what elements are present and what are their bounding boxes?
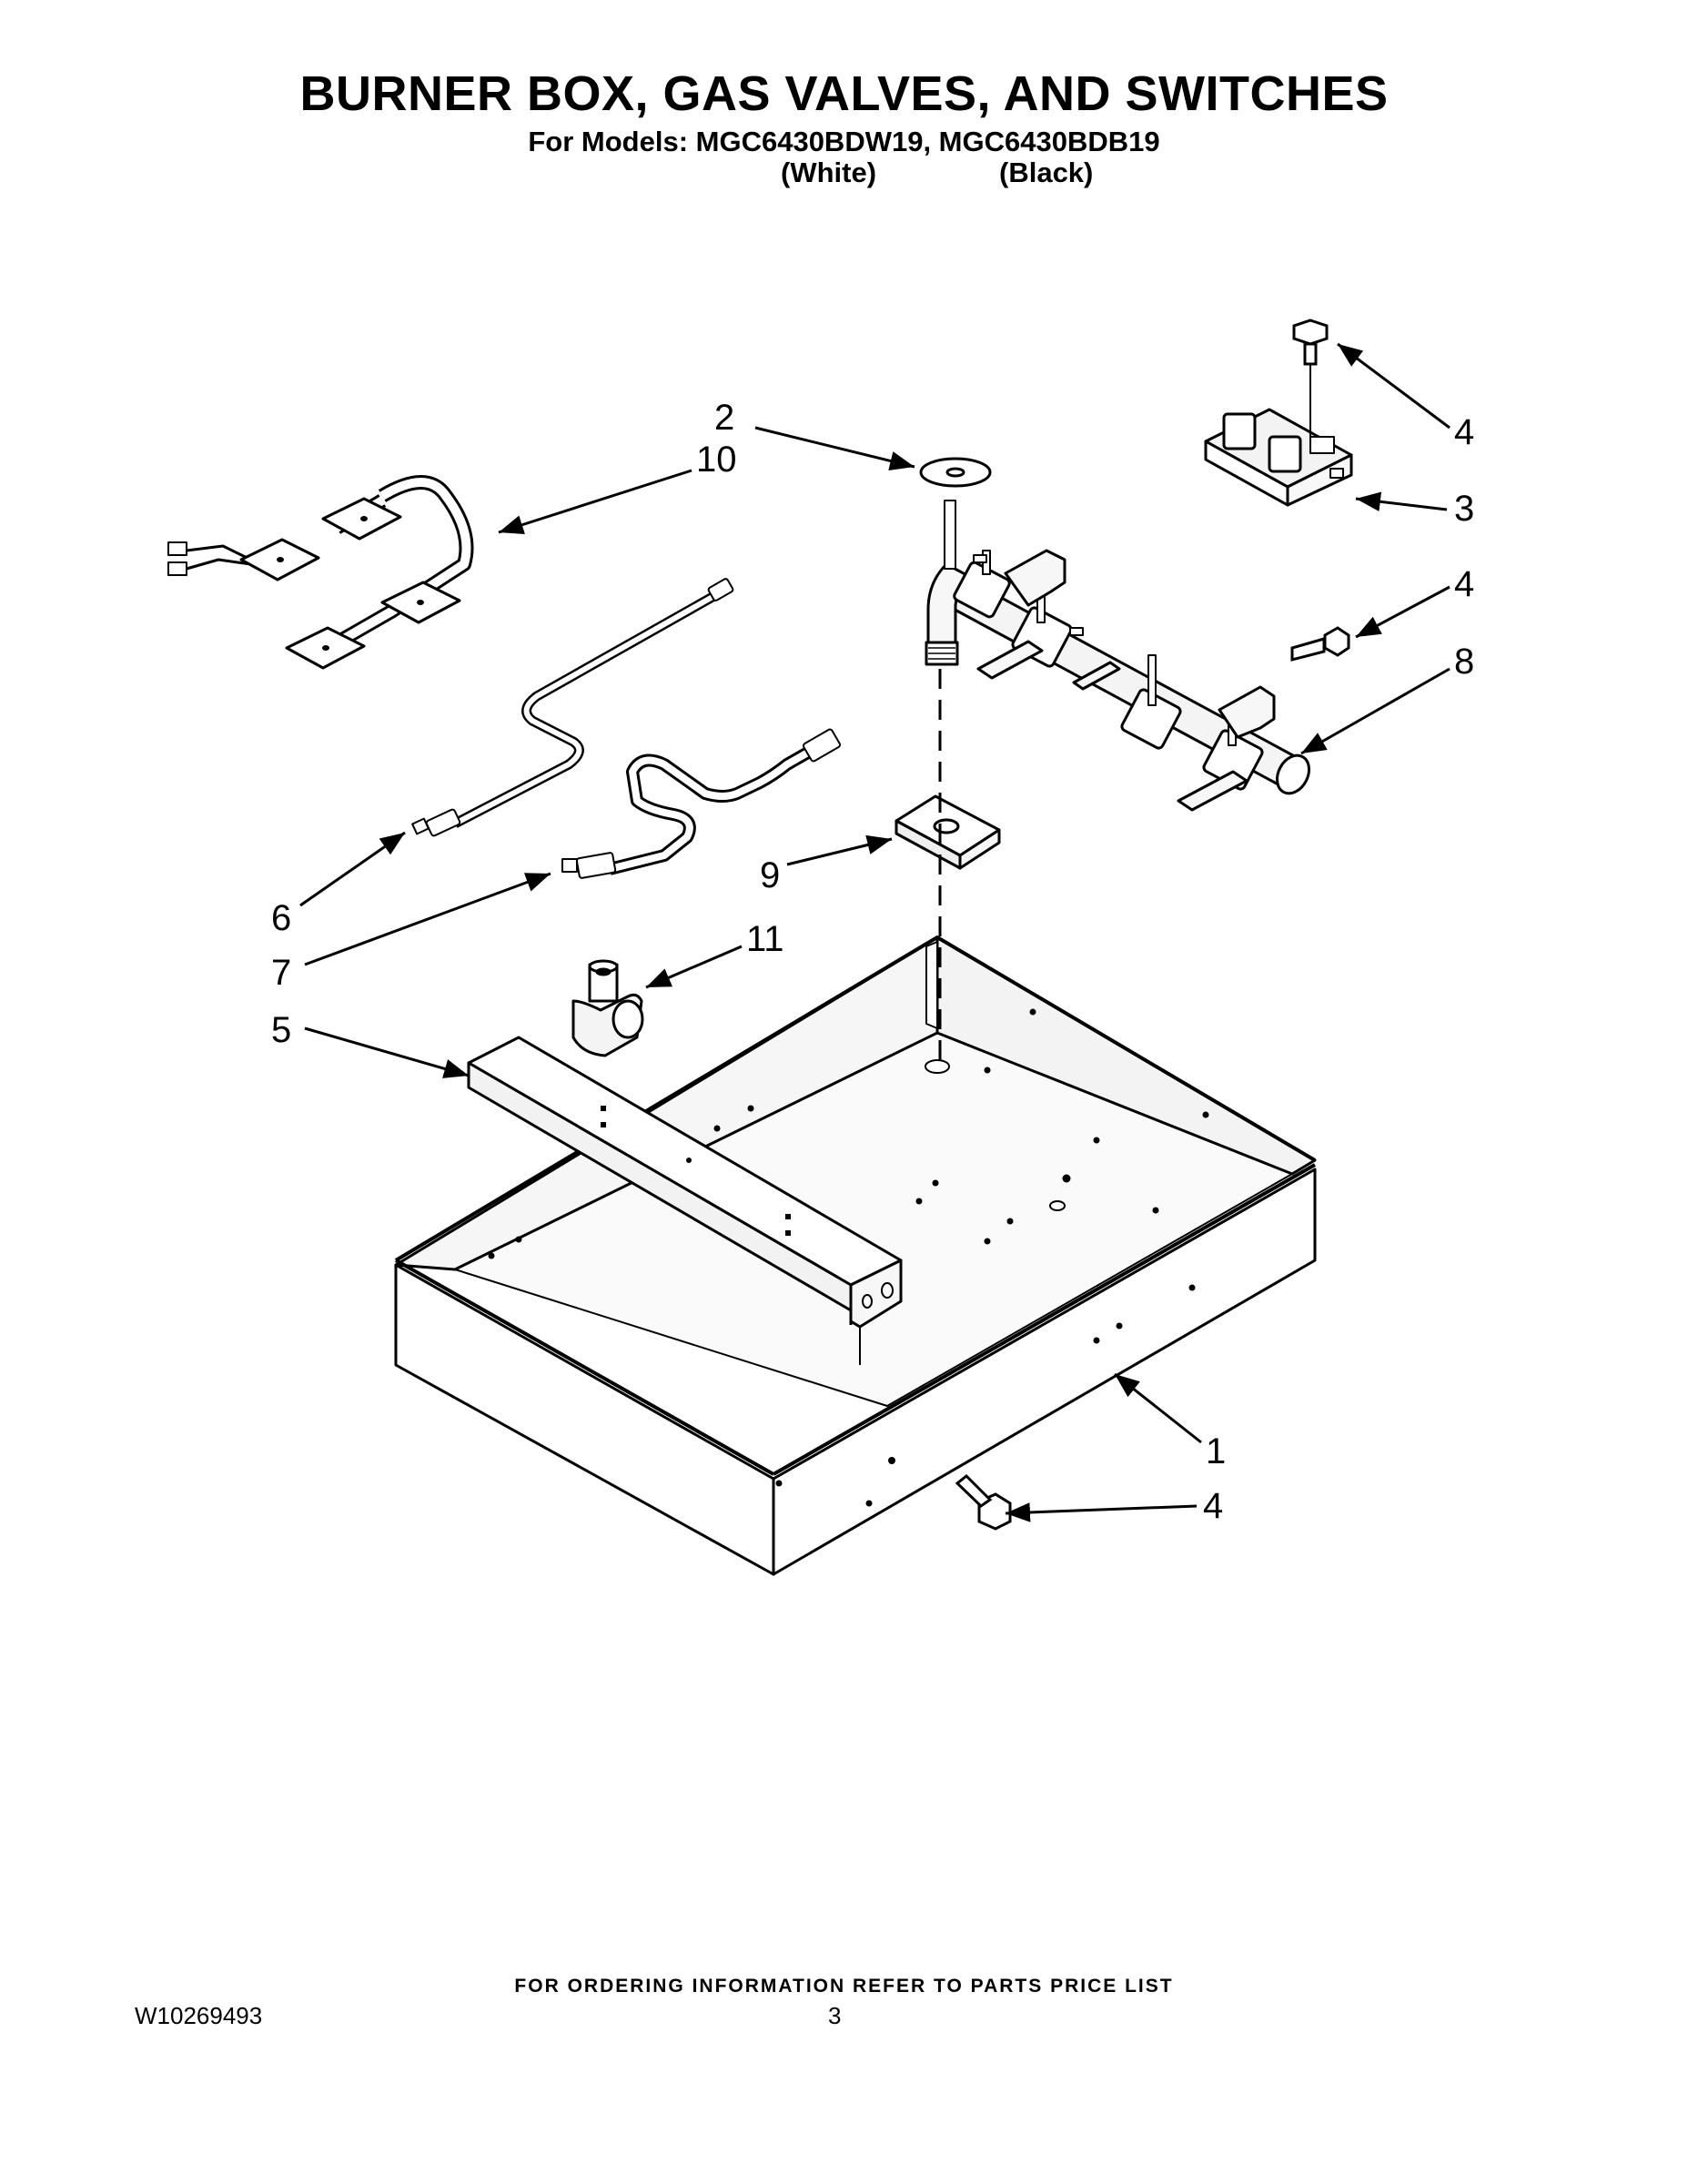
ordering-note: FOR ORDERING INFORMATION REFER TO PARTS … xyxy=(514,1976,1174,1997)
callout-2: 2 xyxy=(714,398,734,438)
callout-7: 7 xyxy=(271,953,291,993)
callout-5: 5 xyxy=(271,1010,291,1050)
screw-part-top xyxy=(1292,318,1329,366)
callout-1: 1 xyxy=(1206,1431,1226,1471)
gas-tube-part-6 xyxy=(411,578,734,837)
color-black-label: (Black) xyxy=(999,157,1094,188)
leader-lines xyxy=(299,342,1450,1522)
valve-manifold-part xyxy=(925,500,1311,812)
burner-box-part xyxy=(394,935,1317,1576)
callout-10: 10 xyxy=(696,440,737,480)
callout-9: 9 xyxy=(760,855,780,895)
callout-11: 11 xyxy=(746,919,784,959)
wire-harness-part xyxy=(167,475,474,670)
model-numbers: For Models: MGC6430BDW19, MGC6430BDB19 xyxy=(528,126,1160,157)
washer-part xyxy=(919,457,992,488)
brace-part xyxy=(467,1036,903,1365)
screw-part-mid xyxy=(1290,626,1350,662)
gas-tube-part-7 xyxy=(561,728,841,879)
screw-part-bottom xyxy=(955,1473,1012,1531)
regulator-part xyxy=(571,959,644,1057)
callout-8: 8 xyxy=(1454,642,1474,682)
plate-part xyxy=(895,794,1001,870)
callout-4-top: 4 xyxy=(1454,412,1474,452)
page-title: BURNER BOX, GAS VALVES, AND SWITCHES xyxy=(299,66,1389,121)
callout-4-mid: 4 xyxy=(1454,564,1474,604)
switch-part xyxy=(1204,346,1353,507)
page-number: 3 xyxy=(828,2002,842,2029)
callout-4-bottom: 4 xyxy=(1203,1486,1223,1526)
callout-3: 3 xyxy=(1454,489,1474,529)
color-white-label: (White) xyxy=(781,157,877,188)
callout-6: 6 xyxy=(271,898,291,938)
document-number: W10269493 xyxy=(135,2002,263,2029)
